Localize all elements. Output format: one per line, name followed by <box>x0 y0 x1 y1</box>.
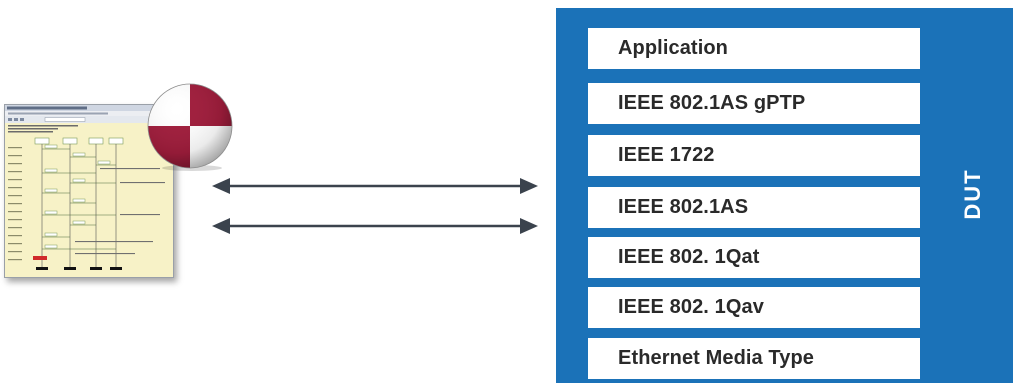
layer-ieee-8021qat: IEEE 802. 1Qat <box>588 237 920 278</box>
layer-ieee-1722: IEEE 1722 <box>588 135 920 176</box>
layer-application: Application <box>588 28 920 69</box>
logo-ball-icon <box>147 83 233 171</box>
test-tool <box>4 72 236 282</box>
layer-ethernet-media-type: Ethernet Media Type <box>588 338 920 379</box>
bidirectional-arrow-1 <box>212 178 538 194</box>
bidirectional-arrow-2 <box>212 218 538 234</box>
layer-ieee-8021as: IEEE 802.1AS <box>588 187 920 228</box>
layer-gptp: IEEE 802.1AS gPTP <box>588 83 920 124</box>
sequence-diagram-thumbnail <box>5 105 173 270</box>
dut-stack: Application IEEE 802.1AS gPTP IEEE 1722 … <box>556 8 1013 383</box>
test-tool-screen-icon <box>4 104 174 278</box>
bidirectional-arrows <box>212 178 538 234</box>
layer-ieee-8021qav: IEEE 802. 1Qav <box>588 287 920 328</box>
dut-label: DUT <box>960 168 985 220</box>
